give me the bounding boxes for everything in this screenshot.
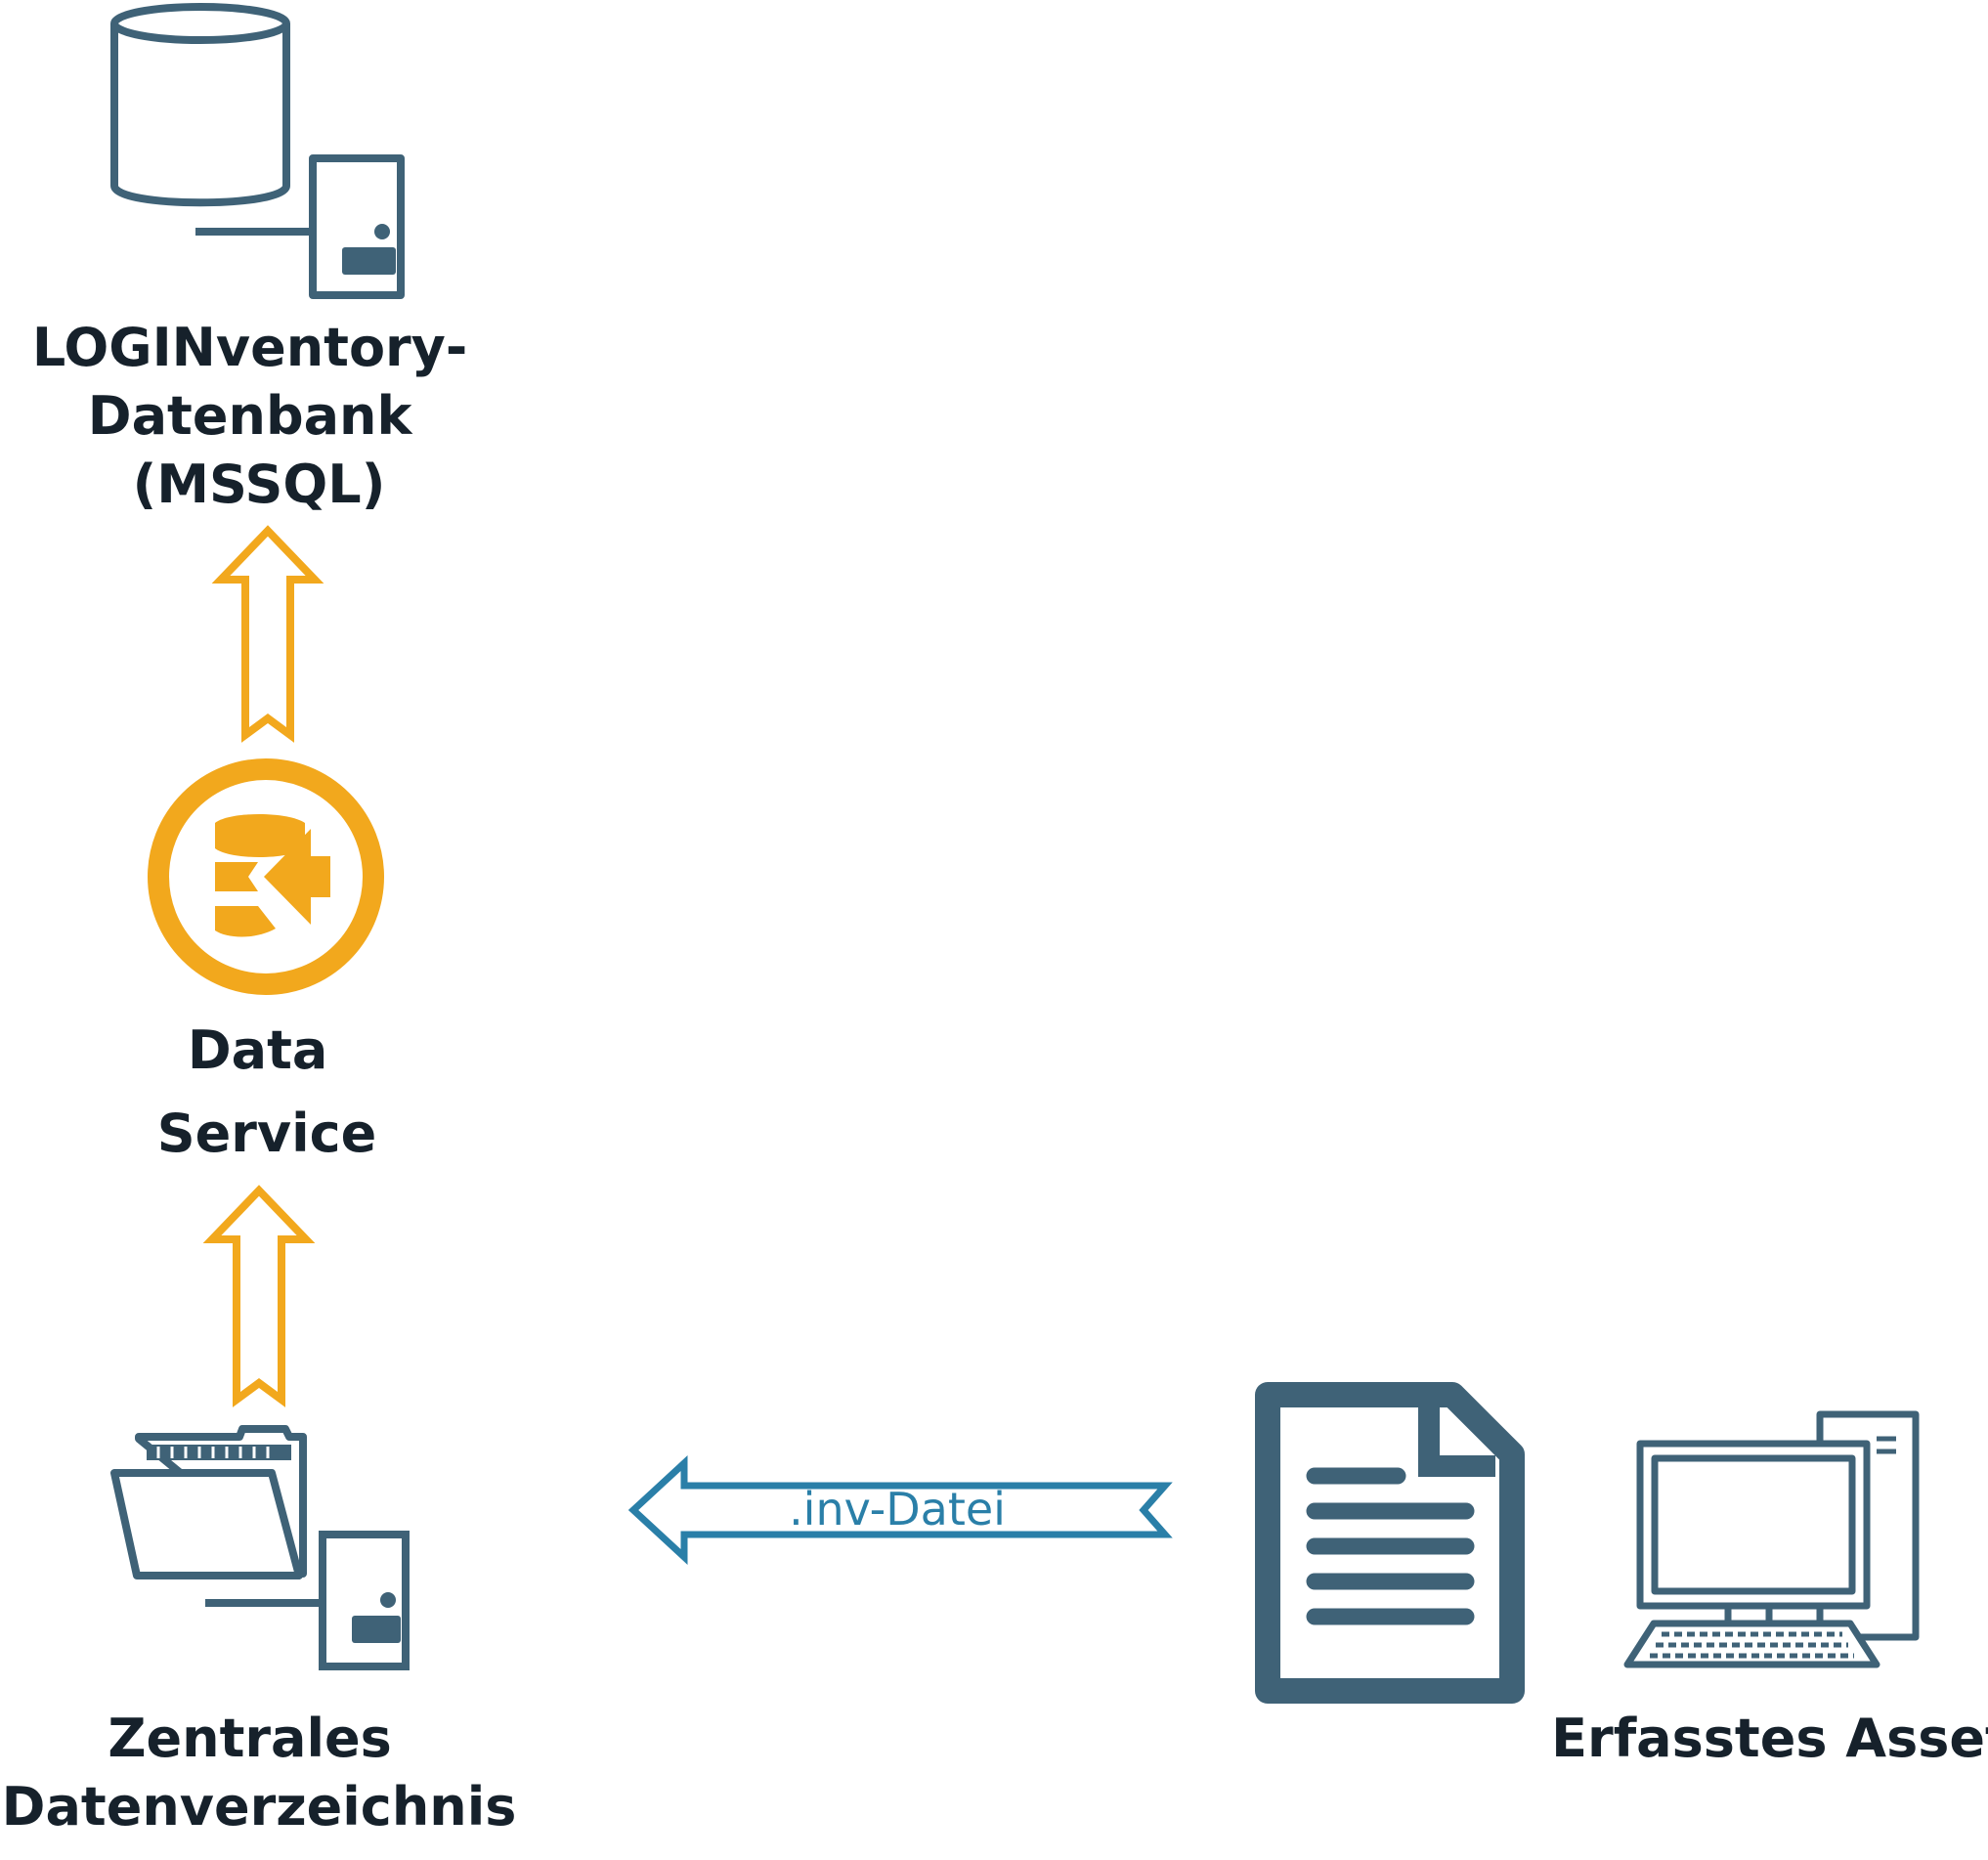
document-icon	[1255, 1382, 1525, 1704]
data-service-label: Data Service	[157, 1019, 377, 1164]
arrow-inv-file	[627, 1455, 1173, 1565]
desktop-computer-icon	[1623, 1410, 1920, 1668]
arrow-dir-to-service	[202, 1185, 316, 1407]
inv-file-label: .inv-Datei	[789, 1483, 1006, 1536]
database-label: LOGINventory- Datenbank (MSSQL)	[32, 317, 486, 515]
database-server-icon	[110, 3, 405, 299]
asset-label: Erfasstes Asset	[1551, 1708, 1988, 1769]
arrow-service-to-db	[211, 525, 324, 743]
data-service-logo-icon	[148, 758, 384, 995]
folder-server-icon	[110, 1425, 410, 1670]
central-directory-label: Zentrales Datenverzeichnis	[2, 1708, 517, 1838]
